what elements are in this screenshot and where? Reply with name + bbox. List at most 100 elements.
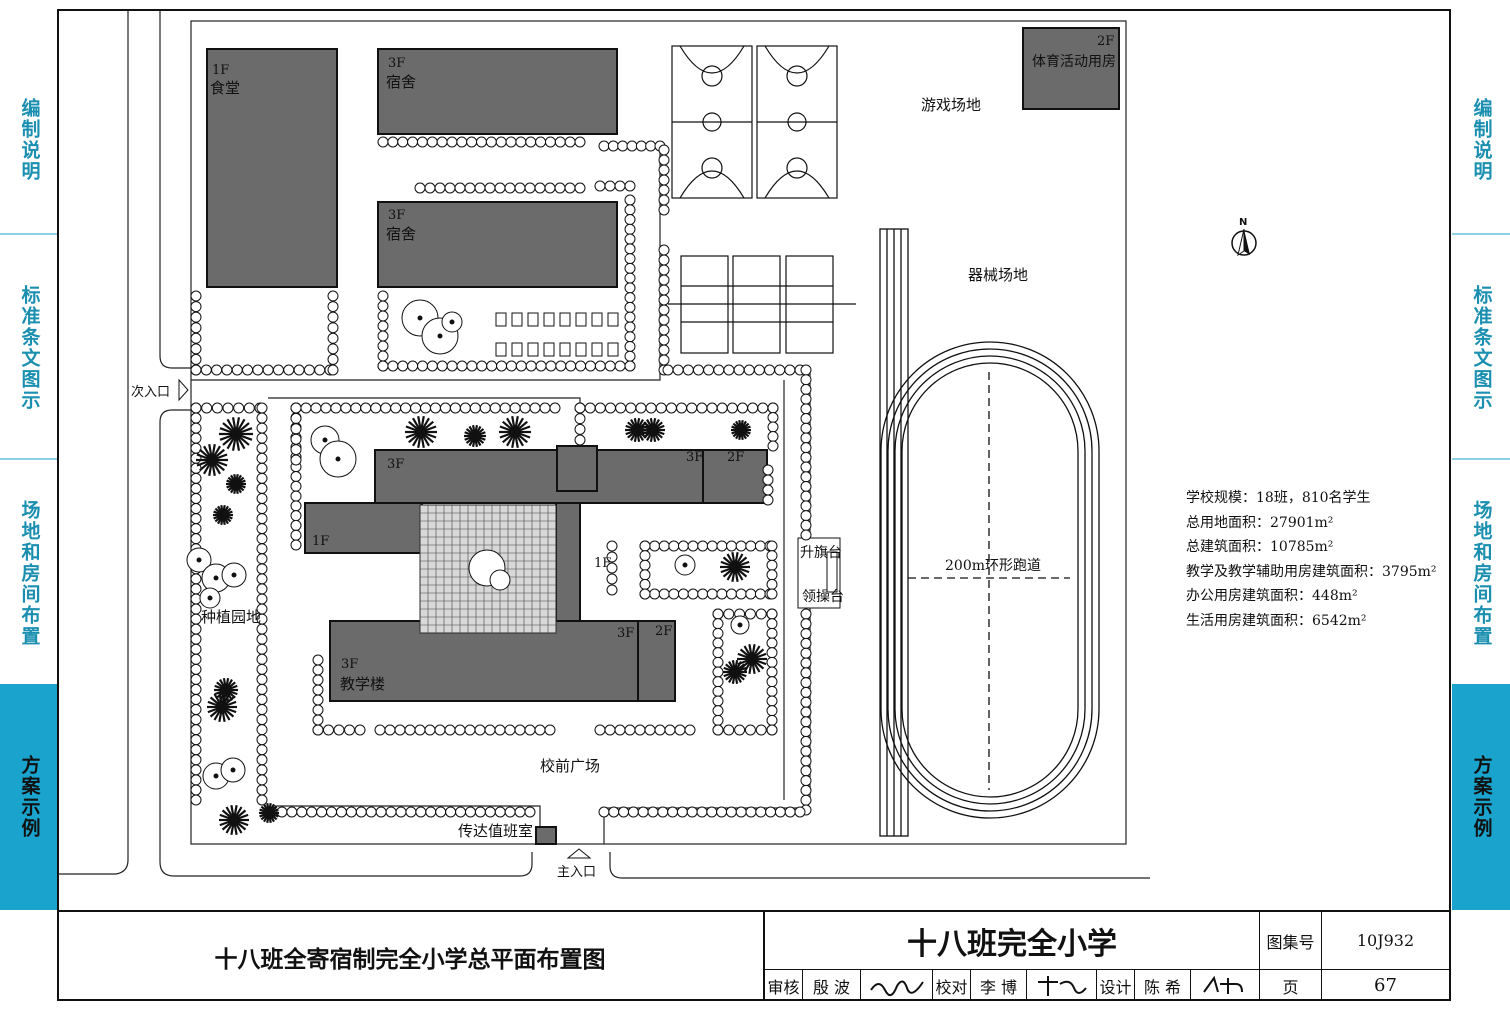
- spiky-tree: [405, 416, 437, 448]
- project-title: 十八班完全小学: [763, 912, 1259, 970]
- hedge-shrub: [242, 364, 254, 376]
- hedge-shrub: [734, 724, 746, 736]
- hedge-shrub: [767, 431, 779, 442]
- hedge-shrub: [190, 784, 202, 796]
- hedge-shrub: [733, 364, 745, 376]
- side-tab-right-4-active[interactable]: 方案示例: [1452, 684, 1510, 910]
- hedge-shrub: [190, 353, 202, 365]
- flag-platform: [797, 537, 841, 609]
- stat-line: 学校规模：18班，810名学生: [1186, 490, 1371, 506]
- hedge-shrub: [293, 364, 305, 376]
- courtyard: [419, 504, 557, 634]
- hedge-shrub: [256, 492, 268, 504]
- hedge-shrub: [800, 500, 812, 512]
- spiky-tree: [214, 677, 238, 703]
- desk: [511, 312, 523, 327]
- side-tab-left-1[interactable]: 编制说明: [0, 50, 58, 230]
- hedge-shrub: [377, 360, 389, 372]
- desk: [575, 312, 587, 327]
- north-arrow: [1231, 228, 1257, 257]
- hedge-shrub: [754, 588, 766, 600]
- hedge-shrub: [687, 540, 699, 552]
- hedge-shrub: [190, 322, 202, 334]
- hedge-shrub: [190, 704, 202, 716]
- hedge-shrub: [682, 364, 694, 376]
- hedge-shrub: [624, 223, 636, 235]
- hedge-shrub: [190, 573, 202, 585]
- hedge-shrub: [221, 364, 233, 376]
- hedge-shrub: [784, 364, 796, 376]
- side-tab-right-2[interactable]: 标准条文图示: [1452, 240, 1510, 455]
- hedge-shrub: [400, 402, 412, 414]
- hedge-shrub: [766, 627, 778, 639]
- hedge-shrub: [604, 360, 616, 372]
- hedge-shrub: [410, 402, 422, 414]
- hedge-shrub: [672, 364, 684, 376]
- block-d-floor-label: 1F: [594, 556, 611, 571]
- hedge-shrub: [380, 402, 392, 414]
- hedge-shrub: [312, 694, 324, 706]
- hedge-shrub: [327, 332, 339, 344]
- hedge-shrub: [658, 194, 670, 206]
- hedge-shrub: [256, 523, 268, 535]
- hedge-shrub: [256, 653, 268, 665]
- hedge-shrub: [755, 724, 767, 736]
- side-tab-left-3[interactable]: 场地和房间布置: [0, 462, 58, 684]
- tree-trunk: [207, 595, 213, 601]
- hedge-shrub: [735, 540, 747, 552]
- spiky-tree: [720, 552, 750, 582]
- side-tab-left-2[interactable]: 标准条文图示: [0, 240, 58, 455]
- hedge-shrub: [658, 274, 670, 286]
- hedge-shrub: [290, 433, 302, 445]
- hedge-shrub: [256, 543, 268, 555]
- hedge-shrub: [504, 724, 516, 736]
- hedge-shrub: [766, 550, 778, 562]
- hedge-shrub: [397, 136, 409, 148]
- hedge-shrub: [658, 174, 670, 186]
- hedge-shrub: [474, 806, 486, 818]
- hedge-shrub: [766, 705, 778, 717]
- side-tab-left-4-active[interactable]: 方案示例: [0, 684, 58, 910]
- garden-label: 种植园地: [201, 608, 261, 626]
- hedge-shrub: [800, 432, 812, 444]
- hedge-shrub: [624, 272, 636, 284]
- hedge-shrub: [306, 806, 318, 818]
- hedge-shrub: [658, 540, 670, 552]
- hedge-shrub: [256, 533, 268, 545]
- side-tab-right-3[interactable]: 场地和房间布置: [1452, 462, 1510, 684]
- hedge-shrub: [444, 724, 456, 736]
- hedge-shrub: [574, 434, 586, 446]
- hedge-shrub: [256, 573, 268, 585]
- hedge-shrub: [723, 608, 735, 620]
- hedge-shrub: [446, 360, 458, 372]
- tree-branch: [221, 700, 237, 709]
- signature-row: 审核 殷 波 校对 李 博 设计 陈 希: [763, 970, 1261, 1001]
- hedge-shrub: [350, 402, 362, 414]
- hedge-shrub: [712, 627, 724, 639]
- hedge-shrub: [765, 806, 777, 818]
- tree-branch: [751, 652, 767, 661]
- hedge-shrub: [515, 136, 527, 148]
- hedge-shrub: [800, 794, 812, 806]
- hedge-shrub: [615, 402, 627, 414]
- tree-trunk: [682, 562, 688, 568]
- hedge-shrub: [190, 290, 202, 302]
- stat-line: 总建筑面积：10785m²: [1186, 539, 1334, 555]
- hedge-shrub: [574, 402, 586, 414]
- hedge-shrub: [766, 618, 778, 630]
- front-plaza-label: 校前广场: [540, 757, 600, 775]
- hedge-shrub: [549, 402, 561, 414]
- side-tab-right-1[interactable]: 编制说明: [1452, 50, 1510, 230]
- tree-trunk: [213, 575, 219, 581]
- hedge-shrub: [190, 513, 202, 525]
- hedge-shrub: [190, 402, 202, 414]
- hedge-shrub: [614, 360, 626, 372]
- hedge-shrub: [800, 403, 812, 415]
- dorm-1-floor-label: 3F: [388, 56, 405, 71]
- hedge-shrub: [800, 726, 812, 738]
- hedge-shrub: [190, 432, 202, 444]
- side-tab-label: 方案示例: [1470, 755, 1493, 839]
- hedge-shrub: [256, 663, 268, 675]
- hedge-shrub: [627, 806, 639, 818]
- hedge-shrub: [639, 559, 651, 571]
